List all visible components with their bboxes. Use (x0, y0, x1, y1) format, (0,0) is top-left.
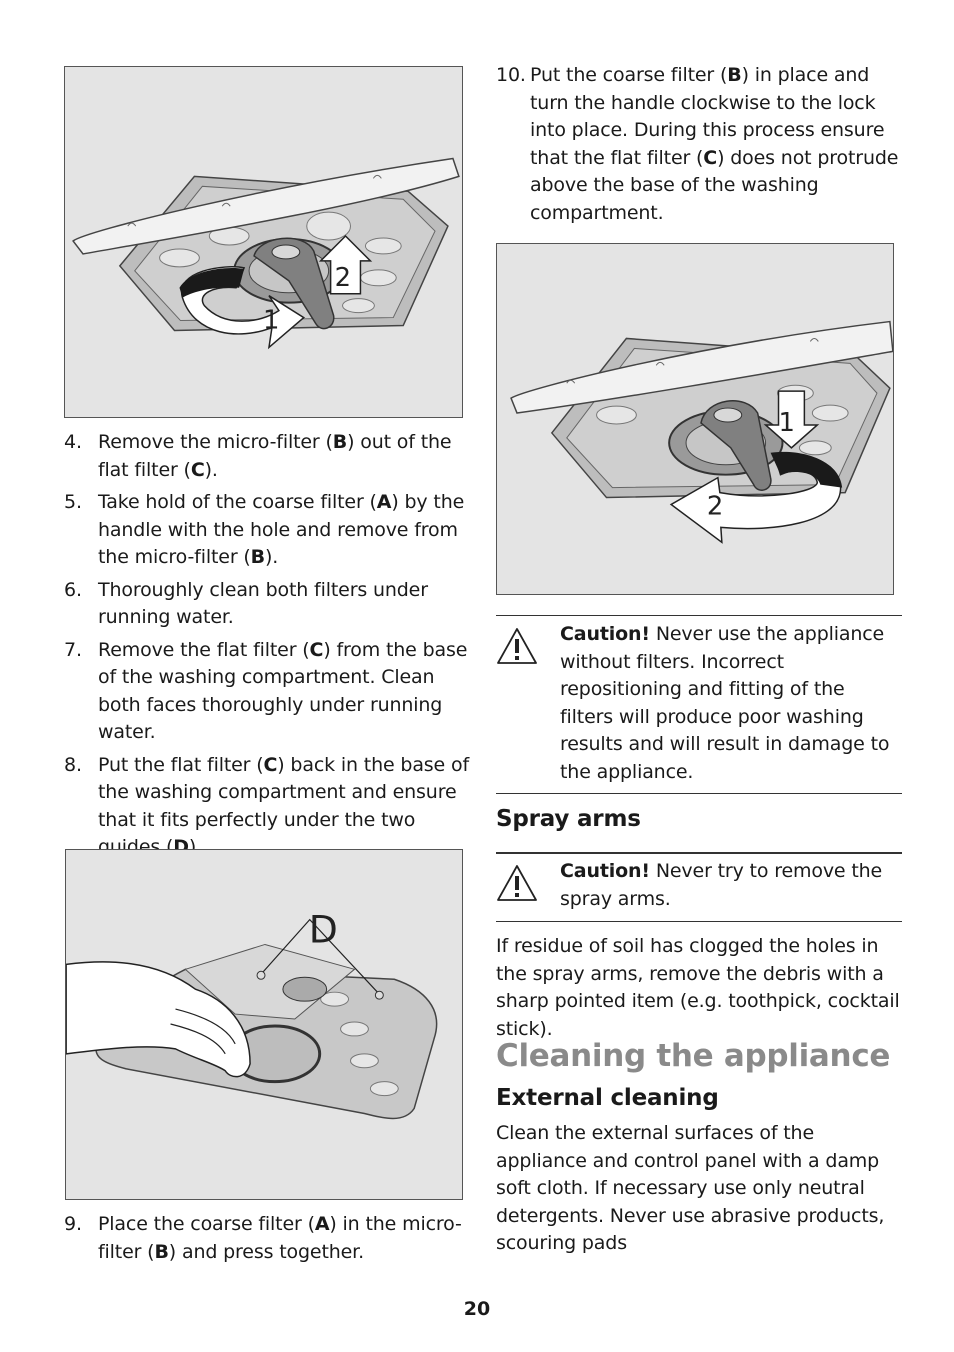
caution1-bottom-rule (496, 793, 902, 794)
caution2-top-rule (496, 852, 902, 854)
step-number: 5. (64, 491, 82, 513)
spray-arms-paragraph: If residue of soil has clogged the holes… (496, 935, 900, 1040)
step-number: 8. (64, 753, 82, 776)
step-text: ). (204, 458, 218, 481)
step-text: Put the flat filter ( (98, 753, 264, 776)
step-item: 9. Place the coarse filter (A) in the mic… (64, 1211, 476, 1266)
external-cleaning-heading: External cleaning (496, 1085, 719, 1111)
step-part-ref: A (376, 491, 392, 513)
fig3-label-2: 2 (707, 491, 723, 521)
caution2-body: Never try to remove the spray arms. (560, 860, 883, 910)
step-part-ref: C (703, 146, 718, 169)
figure-filter-removal: 2 1 (64, 66, 463, 418)
warning-triangle-icon (497, 865, 537, 901)
step-part-ref: B (154, 1240, 169, 1263)
step-text: Remove the flat filter ( (98, 638, 310, 661)
filter-removal-illustration: 2 1 (72, 157, 460, 350)
step-item: 7. Remove the flat filter (C) from the ba… (64, 637, 476, 747)
caution2-label: Caution! (560, 860, 650, 882)
step-number: 10. (496, 64, 526, 86)
step-text: ) does not protrude above the base of th… (530, 146, 899, 224)
caution1-body: Never use the appliance without filters.… (560, 623, 890, 783)
step-item: 6. Thoroughly clean both filters under ru… (64, 577, 476, 632)
caution1-label: Caution! (560, 623, 650, 645)
caution-spray-arms-box: Caution! Never try to remove the spray a… (496, 858, 902, 913)
step-text: ) and press together. (168, 1240, 364, 1263)
step-number: 7. (64, 638, 82, 661)
step-text: ) from the base of the washing compartme… (98, 638, 468, 744)
flat-filter-illustration: D (66, 907, 438, 1120)
caution-filters-box: Caution! Never use the appliance without… (496, 621, 902, 786)
steps-list-4-to-8: 4.Remove the micro-filter (B) out of the… (64, 429, 476, 867)
warning-triangle-icon (497, 628, 537, 664)
step-text: ) in place and turn the handle clockwise… (530, 64, 885, 169)
step-part-ref: C (190, 458, 205, 481)
step-part-ref: B (727, 64, 742, 86)
caution2-bottom-rule (496, 921, 902, 922)
spray-arms-heading: Spray arms (496, 806, 641, 832)
step-part-ref: B (250, 546, 265, 568)
step-number: 6. (64, 578, 82, 601)
step-text: ) in the micro-filter ( (98, 1213, 462, 1263)
step-part-ref: C (263, 753, 278, 776)
figure-flat-filter-guides: D (65, 849, 463, 1200)
step-item: 8.Put the flat filter (C) back in the ba… (64, 752, 476, 862)
caution2-text: Caution! Never try to remove the spray a… (496, 858, 902, 913)
step-text: ) by the handle with the hole and remove… (98, 491, 465, 568)
step-text: Thoroughly clean both filters under runn… (98, 578, 428, 629)
step-part-ref: C (309, 638, 324, 661)
step-part-ref: A (314, 1213, 330, 1235)
fig3-label-1: 1 (779, 408, 795, 438)
fig1-label-1: 1 (263, 306, 279, 336)
step-number: 9. (64, 1213, 82, 1235)
step-text: ). (264, 546, 279, 568)
figure-filter-lock: 1 2 (496, 243, 894, 595)
caution1-text: Caution! Never use the appliance without… (496, 621, 902, 786)
page-number: 20 (463, 1298, 491, 1320)
step-text: ) out of the flat filter ( (98, 431, 452, 481)
step-text: Take hold of the coarse filter ( (98, 491, 377, 513)
caution1-top-rule (496, 615, 902, 616)
step-text: Remove the micro-filter ( (98, 431, 333, 453)
external-cleaning-paragraph: Clean the external surfaces of the appli… (496, 1122, 885, 1254)
step-text: Place the coarse filter ( (98, 1213, 315, 1235)
steps-list-10: 10.Put the coarse filter (B) in place an… (496, 62, 908, 232)
cleaning-appliance-heading: Cleaning the appliance (496, 1038, 891, 1074)
filter-lock-illustration: 1 2 (510, 320, 893, 544)
step-number: 4. (64, 431, 82, 453)
step-part-ref: B (332, 431, 348, 453)
step-item: 4. Remove the micro-filter (B) out of the… (64, 429, 476, 484)
steps-list-9: 9. Place the coarse filter (A) in the mic… (64, 1211, 476, 1271)
step-item: 10.Put the coarse filter (B) in place an… (496, 62, 908, 227)
fig1-label-2: 2 (335, 263, 351, 293)
step-item: 5. Take hold of the coarse filter (A) by … (64, 489, 476, 572)
fig2-label-D: D (309, 907, 338, 951)
step-text: Put the coarse filter ( (530, 64, 728, 86)
